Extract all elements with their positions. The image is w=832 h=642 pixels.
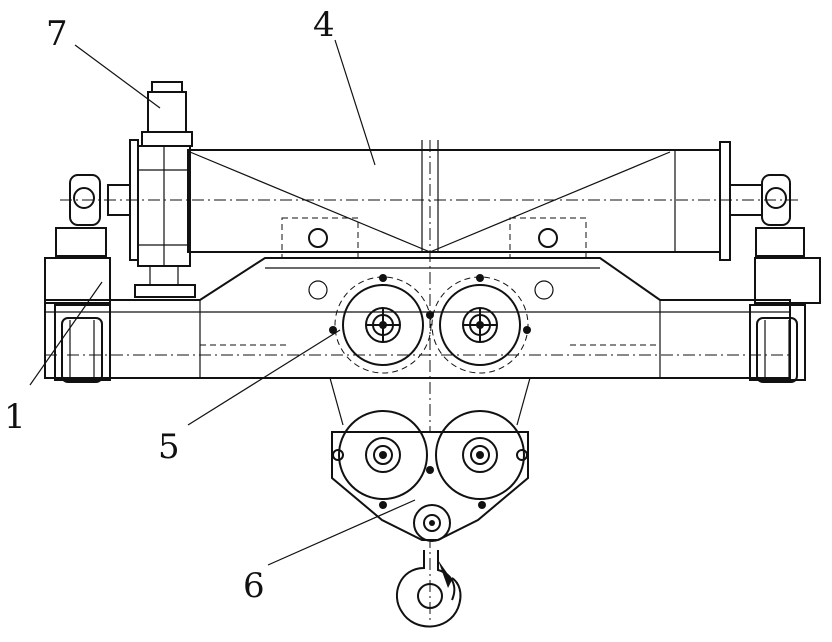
callout-1: 1	[4, 397, 26, 437]
motor-brake-assembly	[107, 81, 196, 298]
callout-4: 4	[313, 5, 335, 45]
callout-6: 6	[243, 566, 265, 606]
hoist-drum	[60, 140, 800, 261]
trolley-frame	[44, 257, 791, 379]
left-end-carriage	[44, 174, 111, 383]
leader-lines	[29, 39, 416, 566]
hook-block	[329, 377, 531, 628]
callout-7: 7	[46, 14, 68, 54]
upper-pulley-block	[281, 140, 587, 620]
right-end-carriage	[749, 174, 821, 383]
callout-5: 5	[158, 427, 180, 467]
